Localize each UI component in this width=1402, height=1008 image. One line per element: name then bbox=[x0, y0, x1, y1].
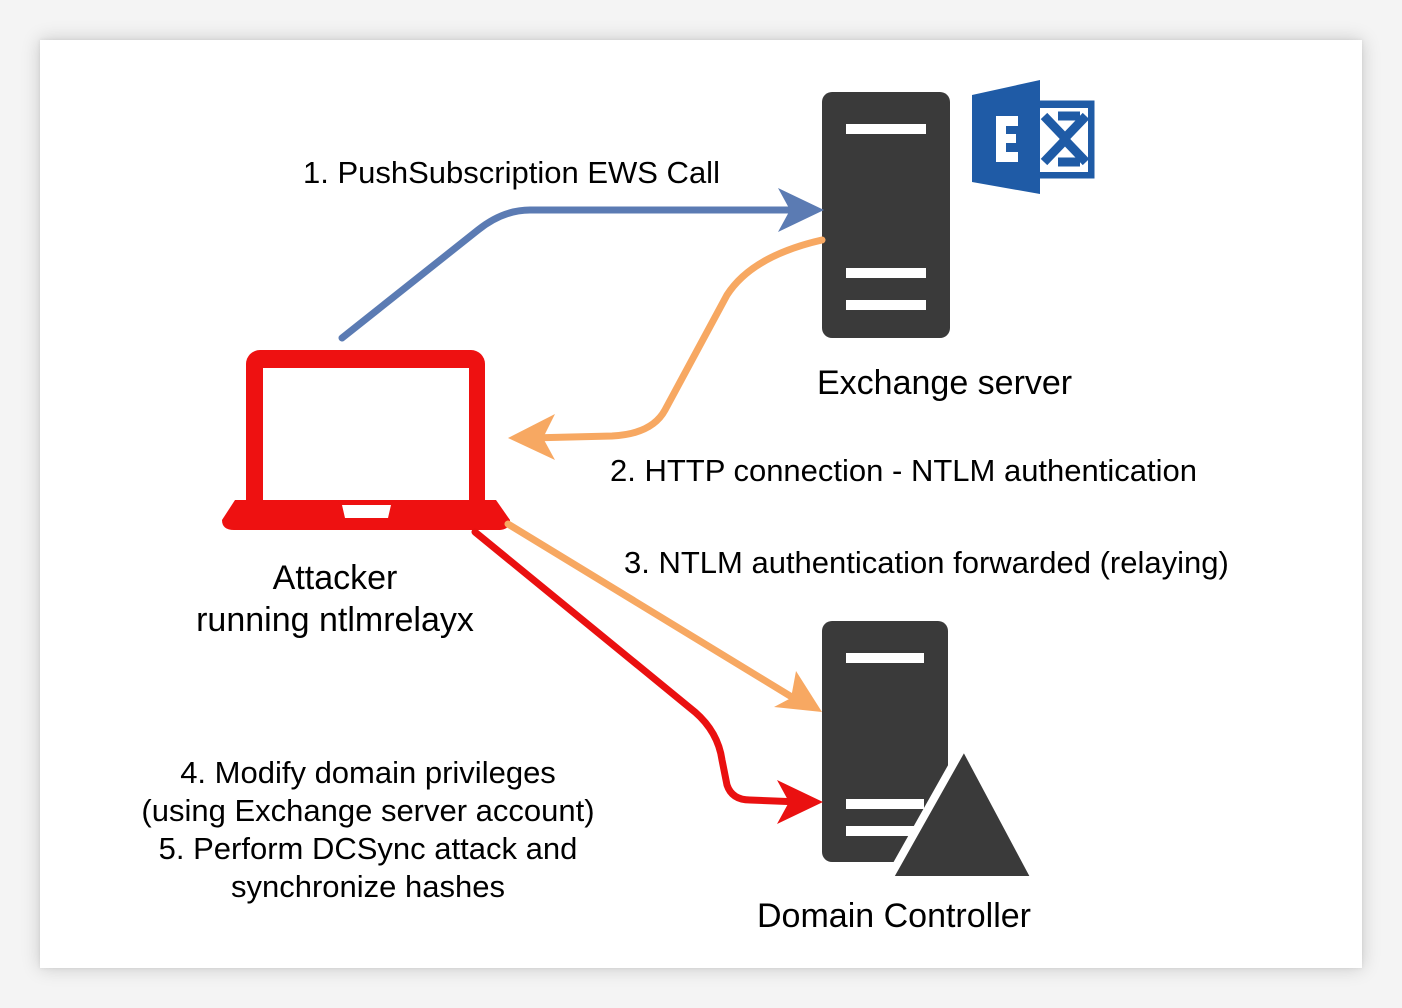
laptop-icon bbox=[222, 350, 510, 530]
warning-triangle-icon bbox=[884, 741, 1040, 884]
arrow-step1 bbox=[338, 188, 824, 342]
step4-line1: 4. Modify domain privileges bbox=[180, 755, 556, 790]
step2-label: 2. HTTP connection - NTLM authentication bbox=[610, 453, 1197, 488]
step5-line1: 5. Perform DCSync attack and bbox=[158, 831, 578, 866]
step4-5-label: 4. Modify domain privileges (using Excha… bbox=[118, 754, 618, 906]
domain-controller-label: Domain Controller bbox=[757, 897, 1031, 935]
domain-controller-icon bbox=[822, 621, 948, 862]
arrow-step3 bbox=[504, 520, 822, 712]
attacker-label-line1: Attacker bbox=[272, 559, 398, 597]
exchange-server-label: Exchange server bbox=[817, 364, 1073, 402]
exchange-logo-icon bbox=[972, 80, 1095, 194]
step3-label: 3. NTLM authentication forwarded (relayi… bbox=[624, 545, 1229, 580]
step5-line2: synchronize hashes bbox=[231, 869, 505, 904]
arrow-step2 bbox=[508, 236, 826, 460]
attacker-label: Attacker running ntlmrelayx bbox=[160, 557, 510, 641]
step4-line2: (using Exchange server account) bbox=[141, 793, 595, 828]
step1-label: 1. PushSubscription EWS Call bbox=[303, 155, 720, 190]
arrow-step4-5 bbox=[471, 528, 823, 824]
exchange-server-icon bbox=[822, 92, 950, 338]
attacker-label-line2: running ntlmrelayx bbox=[196, 601, 474, 639]
